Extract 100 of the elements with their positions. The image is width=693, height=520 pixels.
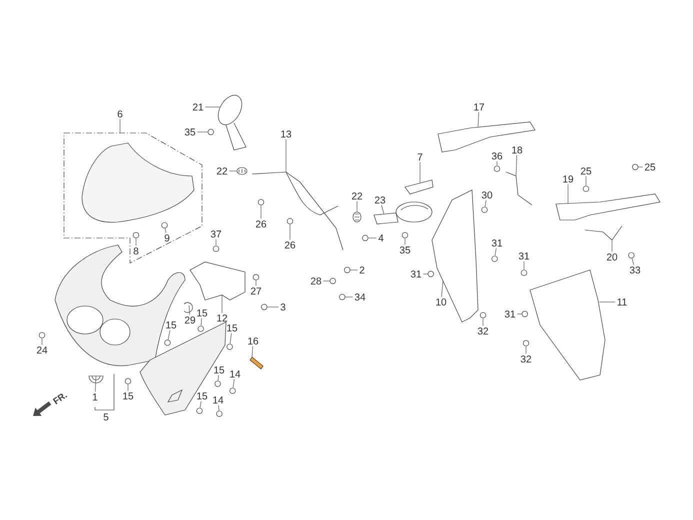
callout-number: 35 [184,128,196,136]
callout-number: 31 [518,252,530,260]
bolt-drawing [522,340,530,346]
callout-number: 23 [374,196,386,204]
mirror-drawing [374,202,432,224]
leader-line [164,228,166,234]
callout-number: 34 [354,293,366,301]
callout-number: 15 [197,392,208,400]
leader-line [478,112,479,128]
callout-number: 25 [580,167,592,175]
leader-line [516,155,518,176]
callout-number: 14 [213,396,224,404]
leader-line [484,200,486,207]
bracket-drawing [556,194,660,220]
bolt-drawing [250,356,264,370]
bolt-drawing [261,304,268,310]
callout-number: 16 [248,337,258,345]
leader-line [323,280,330,282]
callout-number: 37 [210,230,222,238]
callout-number: 30 [482,191,492,199]
leader-line [229,170,238,172]
rubber-piece-drawing [88,376,104,384]
callout-number: 15 [123,392,134,400]
leader-line [441,280,444,298]
callout-number: 31 [504,310,516,318]
bolt-drawing [230,388,236,394]
bolt-drawing [481,206,488,213]
rubber-piece-drawing [352,212,362,222]
side-panel-drawing [432,190,478,322]
callout-number: 20 [606,253,618,261]
mirror-drawing [218,95,246,150]
bolt-drawing [520,270,528,276]
leader-line [494,248,496,256]
bracket-drawing [506,172,532,206]
leader-line [232,378,235,388]
callout-number: 15 [227,324,238,332]
leader-line [95,376,96,392]
callout-number: 22 [216,168,228,174]
callout-number: 12 [217,314,228,322]
mount-bracket-drawing [190,262,246,300]
callout-number: 2 [360,266,364,274]
bolt-drawing [362,234,368,242]
callout-number: 33 [630,266,640,274]
callout-number: 11 [618,298,627,306]
callout-number: 31 [492,239,502,247]
callout-number: 5 [104,414,108,420]
leader-line [267,306,279,308]
leader-line [218,374,219,381]
callout-number: 29 [184,316,196,324]
leader-line [632,258,634,266]
callout-number: 19 [563,175,574,183]
callout-number: 10 [436,298,446,306]
bolt-drawing [38,332,46,338]
callout-number: 15 [214,366,224,374]
leader-line [205,106,220,108]
bolt-drawing [344,266,350,274]
bolt-drawing [402,232,408,238]
callout-number: 3 [280,303,286,311]
bracket-drawing [438,122,536,152]
callout-number: 36 [492,152,502,160]
leader-line [638,166,643,168]
bolt-drawing [582,186,590,192]
rubber-piece-drawing [236,167,248,175]
callout-number: 14 [230,370,240,378]
bolt-drawing [522,310,528,318]
leader-line [381,205,384,214]
leader-line [260,205,262,220]
bolt-drawing [632,164,638,170]
leader-line [345,296,353,298]
bracket-drawing [404,180,434,194]
leader-line [496,161,498,166]
bolt-drawing [480,312,486,318]
bolt-drawing [216,410,222,417]
bolt-drawing [226,344,233,350]
callout-number: 32 [478,327,488,335]
callout-number: 7 [418,154,422,160]
callout-number: 15 [197,310,208,316]
bolt-drawing [628,252,634,258]
bolt-drawing [208,128,214,136]
stay-drawing [252,172,344,250]
bolt-drawing [494,166,500,172]
bolt-drawing [164,340,171,346]
callout-number: 1 [93,394,98,400]
bolt-drawing [428,270,434,278]
bolt-drawing [196,408,203,414]
callout-number: 27 [250,288,262,294]
leader-line [404,238,406,246]
leader-line [482,318,484,326]
leader-line [356,200,358,212]
bolt-drawing [214,380,221,387]
leader-line [200,400,202,408]
bolt-drawing [124,378,132,384]
bolt-drawing [252,274,260,280]
leader-line [218,404,220,411]
direction-label: FR. [52,394,68,404]
callout-number: 17 [474,104,484,110]
grommet-drawing [184,302,193,313]
leader-line [200,318,202,326]
bracket-drawing [584,226,622,240]
callout-number: 6 [118,110,122,118]
